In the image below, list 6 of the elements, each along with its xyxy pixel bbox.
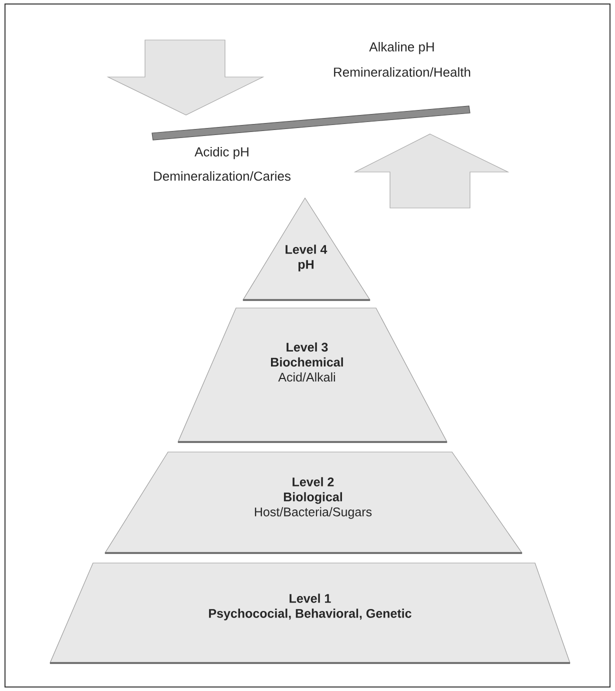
- pyramid-tier: Level 3 Biochemical Acid/Alkali: [178, 308, 448, 443]
- pyramid-tier: Level 1 Psychococial, Behavioral, Genetic: [50, 562, 570, 664]
- caption-text: Acidic pH: [194, 146, 248, 160]
- caption-text: Remineralization/Health: [334, 67, 470, 77]
- caption-text: Alkaline pH: [369, 42, 434, 54]
- caption-text: Demineralization/Caries: [154, 171, 290, 181]
